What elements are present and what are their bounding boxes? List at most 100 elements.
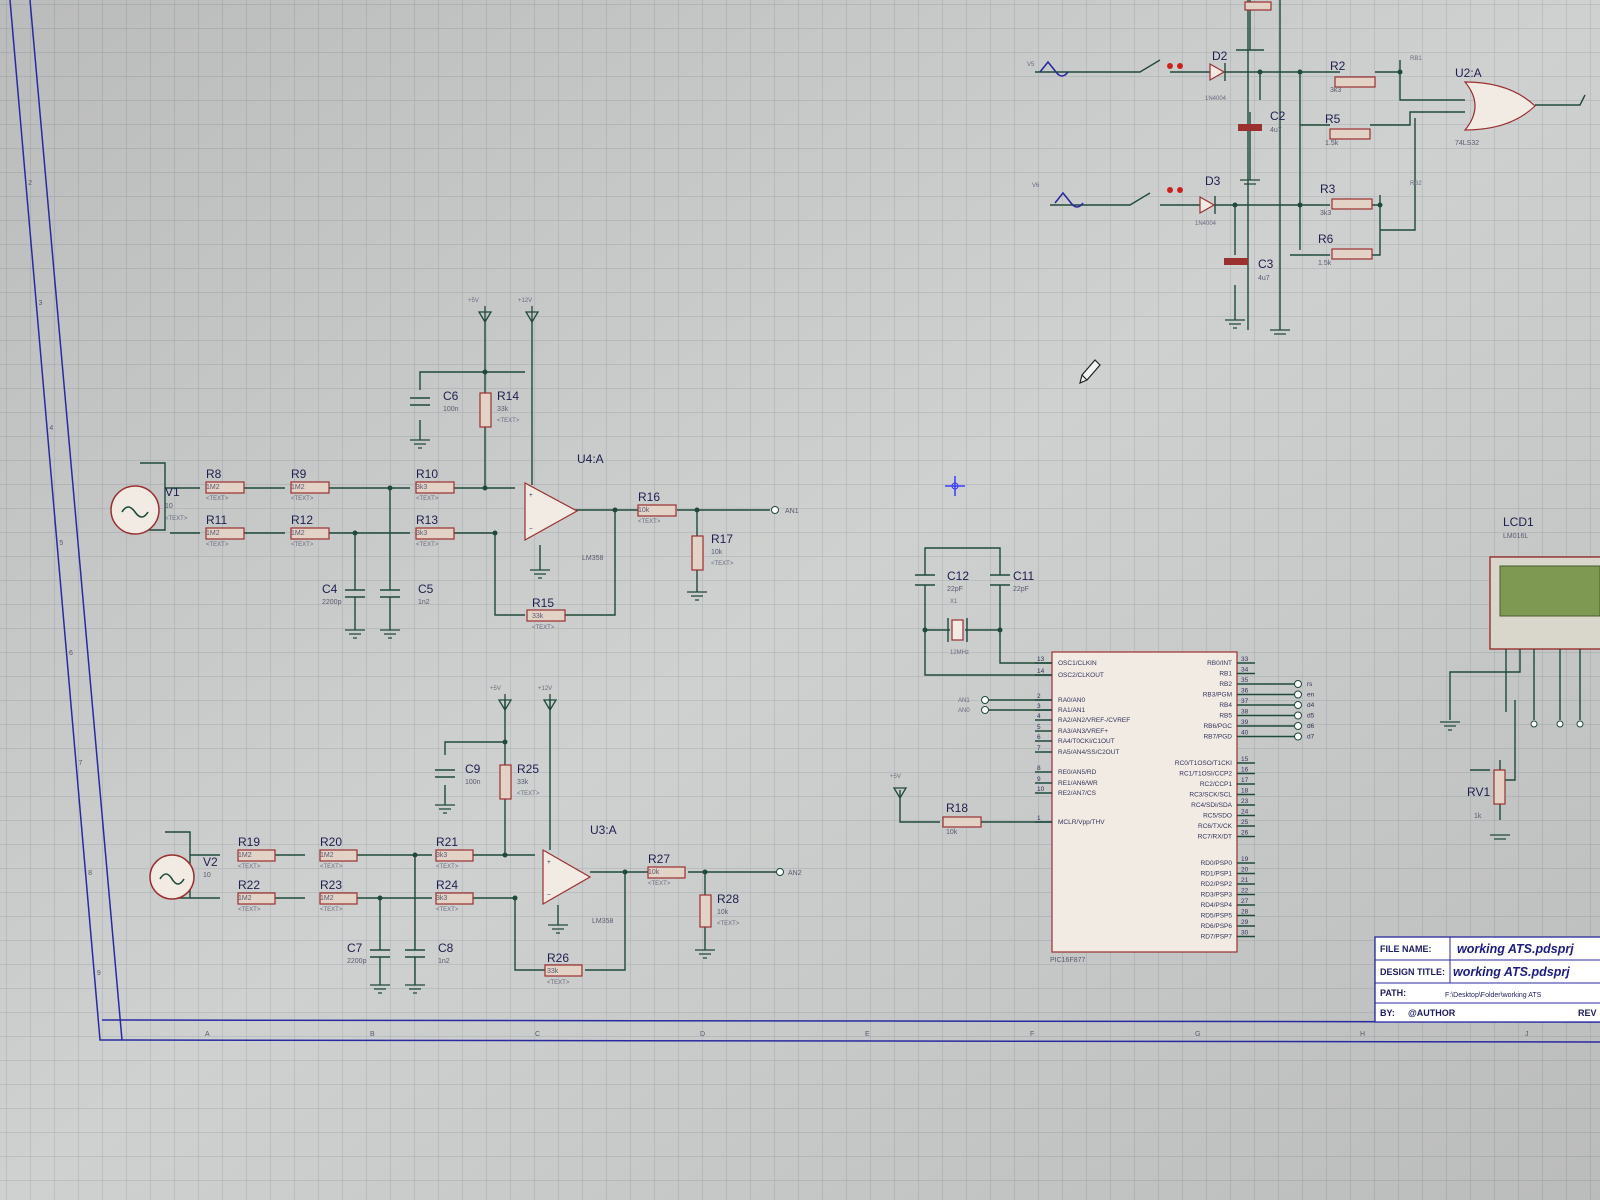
- mcu-pin-label: RA0/AN0: [1058, 697, 1085, 704]
- resistor-value: 33k: [532, 613, 544, 620]
- crystal-x1[interactable]: [947, 618, 968, 642]
- resistor-r17[interactable]: [691, 535, 704, 571]
- mcu-pin-label: RB5: [1219, 713, 1232, 720]
- supply-arrow-icon: [524, 306, 540, 324]
- sheet-column-label: J: [1525, 1031, 1529, 1038]
- ground-icon: [1270, 329, 1290, 335]
- rv1-value: 1k: [1474, 813, 1482, 820]
- mcu-pin-label: RC7/RX/DT: [1198, 834, 1232, 841]
- mcu-chip[interactable]: [1051, 651, 1238, 953]
- v1-ref: V1: [165, 485, 180, 499]
- net-terminal[interactable]: [1294, 680, 1302, 688]
- capacitor-c4[interactable]: [345, 589, 365, 630]
- or-gate-u2[interactable]: [1463, 81, 1536, 131]
- resistor-ref: R20: [320, 835, 342, 849]
- diode-d3[interactable]: [1199, 195, 1216, 215]
- ac-source-icon[interactable]: [1039, 60, 1069, 77]
- resistor-r8[interactable]: [205, 481, 245, 494]
- resistor-r15[interactable]: [526, 609, 566, 622]
- mcu-pin-label: RA4/T0CKI/C1OUT: [1058, 738, 1115, 745]
- resistor-ref: R27: [648, 852, 670, 866]
- resistor-r5[interactable]: [1329, 128, 1371, 140]
- resistor-r24[interactable]: [435, 892, 474, 905]
- net-terminal[interactable]: [1294, 711, 1302, 720]
- resistor-r3[interactable]: [1331, 198, 1373, 210]
- resistor-r19[interactable]: [237, 849, 276, 862]
- ac-source-icon[interactable]: [149, 854, 195, 900]
- resistor-r25[interactable]: [499, 764, 512, 800]
- pencil-cursor-icon: [1079, 359, 1101, 385]
- net-terminal[interactable]: [1294, 732, 1302, 741]
- mcu-pin-number: 10: [1037, 786, 1045, 793]
- capacitor-c8[interactable]: [405, 949, 425, 985]
- resistor-r18[interactable]: [942, 816, 982, 828]
- supply-12v-label-2: +12V: [538, 686, 552, 692]
- mcu-pin-number: 22: [1241, 888, 1249, 895]
- diode-d2[interactable]: [1209, 62, 1226, 82]
- mcu-pin-number: 7: [1037, 745, 1041, 752]
- by-label: BY:: [1380, 1008, 1395, 1018]
- resistor-top[interactable]: [1244, 1, 1272, 11]
- resistor-r10[interactable]: [415, 481, 455, 494]
- resistor-value: 3k3: [416, 484, 427, 491]
- potentiometer-rv1[interactable]: [1493, 769, 1506, 805]
- output-an1-label: AN1: [785, 508, 799, 515]
- resistor-r26[interactable]: [544, 964, 583, 977]
- resistor-r2[interactable]: [1334, 76, 1376, 88]
- mcu-pin-label: RB4: [1219, 702, 1232, 709]
- resistor-r28[interactable]: [699, 894, 712, 928]
- resistor-r22[interactable]: [237, 892, 276, 905]
- sheet-column-label: A: [205, 1031, 210, 1038]
- capacitor-c5[interactable]: [380, 589, 400, 630]
- resistor-r13[interactable]: [415, 527, 455, 540]
- resistor-r23[interactable]: [319, 892, 358, 905]
- lcd-ref: LCD1: [1503, 515, 1534, 529]
- ac-source-icon[interactable]: [1054, 191, 1084, 208]
- net-terminal[interactable]: [1294, 722, 1302, 730]
- resistor-r21[interactable]: [435, 849, 474, 862]
- resistor-r12[interactable]: [290, 527, 330, 540]
- net-terminal[interactable]: [1294, 690, 1302, 699]
- resistor-r27[interactable]: [647, 866, 686, 879]
- resistor-ref: R24: [436, 878, 458, 892]
- mcu-input-an0: AN0: [958, 708, 970, 714]
- mcu-part: PIC16F877: [1050, 957, 1086, 964]
- opamp-u3[interactable]: +−: [542, 848, 592, 906]
- resistor-r11[interactable]: [205, 527, 245, 540]
- mcu-block: AN1 AN0 PIC16F877 13OSC1/CLKIN14OSC2/CLK…: [890, 547, 1315, 964]
- mcu-pin-label: RC3/SCK/SCL: [1189, 792, 1232, 799]
- net-terminal[interactable]: [1294, 701, 1302, 709]
- resistor-r16[interactable]: [637, 504, 677, 517]
- resistor-ref: R2: [1330, 59, 1346, 73]
- svg-text:−: −: [529, 526, 533, 533]
- capacitor-c12[interactable]: [915, 574, 935, 586]
- capacitor-c11[interactable]: [990, 574, 1010, 586]
- capacitor-value: 1n2: [438, 958, 450, 965]
- placeholder-text: <TEXT>: [638, 519, 661, 525]
- mcu-pin-label: RD7/PSP7: [1201, 934, 1233, 941]
- ac-source-icon[interactable]: [110, 485, 160, 535]
- crosshair-icon: [945, 476, 965, 496]
- mcu-pin-number: 15: [1241, 756, 1249, 763]
- resistor-r20[interactable]: [319, 849, 358, 862]
- capacitor-c2[interactable]: [1238, 124, 1262, 131]
- mcu-pin-number: 17: [1241, 777, 1249, 784]
- sheet-row-label: 8: [88, 870, 92, 877]
- resistor-ref: R25: [517, 762, 539, 776]
- input-terminal-an1[interactable]: [981, 696, 989, 704]
- capacitor-c7[interactable]: [370, 949, 390, 985]
- resistor-r9[interactable]: [290, 481, 330, 494]
- input-terminal-an0[interactable]: [981, 706, 989, 714]
- capacitor-c3[interactable]: [1224, 258, 1248, 265]
- v2-ref: V2: [203, 855, 218, 869]
- capacitor-c9[interactable]: [435, 769, 455, 778]
- mcu-pin-number: 16: [1241, 767, 1249, 774]
- capacitor-value: 22pF: [1013, 586, 1029, 593]
- resistor-r14[interactable]: [479, 392, 492, 428]
- resistor-r6[interactable]: [1331, 248, 1373, 260]
- capacitor-c6[interactable]: [410, 397, 430, 406]
- placeholder-text: <TEXT>: [436, 864, 459, 870]
- mcu-pin-number: 27: [1241, 898, 1249, 905]
- opamp-u4[interactable]: +−: [524, 481, 579, 542]
